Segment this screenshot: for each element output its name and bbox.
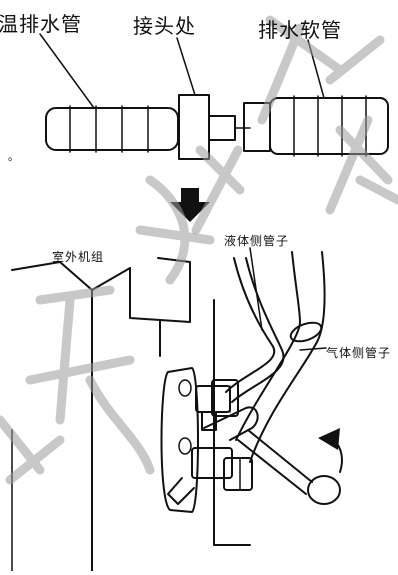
leader-pipe-left <box>39 33 95 109</box>
pipe-connection-drawing <box>39 33 389 222</box>
unit-right-edge <box>213 299 251 546</box>
leader-joint <box>176 37 196 96</box>
label-gas-pipe: 气体侧管子 <box>326 346 392 360</box>
gas-pipe <box>235 251 301 441</box>
wrench-handle-knob <box>307 475 341 505</box>
unit-left-panel <box>11 261 93 572</box>
leader-gas-pipe <box>299 347 327 351</box>
leader-liquid-pipe <box>249 247 263 331</box>
label-outdoor-unit: 室外机组 <box>52 250 105 264</box>
left-drain-pipe <box>45 105 179 153</box>
outdoor-unit-drawing <box>11 247 343 572</box>
label-drain-hose: 排水软管 <box>258 18 342 42</box>
watermark <box>0 15 398 485</box>
liquid-valve <box>195 379 239 431</box>
label-liquid-pipe: 液体侧管子 <box>224 234 290 248</box>
right-drain-hose <box>243 95 389 157</box>
wrench-tool <box>203 406 341 505</box>
joint-fitting <box>178 94 251 160</box>
stray-mark: 。 <box>8 150 19 163</box>
label-joint: 接头处 <box>133 14 196 38</box>
rotation-arrow-icon <box>318 428 343 473</box>
label-pipe-left: 温排水管 <box>0 12 82 36</box>
gas-valve <box>167 447 253 505</box>
liquid-pipe <box>225 257 276 393</box>
